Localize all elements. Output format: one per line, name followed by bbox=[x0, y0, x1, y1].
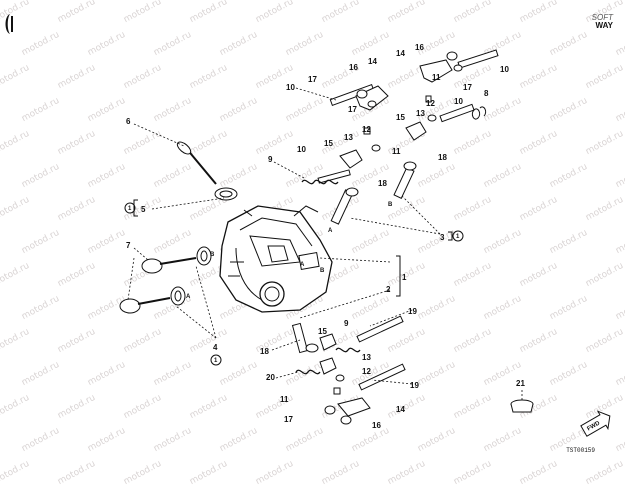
callout-14-top: 14 bbox=[396, 49, 405, 58]
ref-circle-3 bbox=[452, 230, 464, 242]
callout-12-bottom: 12 bbox=[362, 367, 371, 376]
callout-11-top: 11 bbox=[432, 73, 441, 82]
fwd-arrow-icon: FWD bbox=[580, 410, 611, 437]
callout-21: 21 bbox=[516, 379, 525, 388]
callout-6: 6 bbox=[126, 117, 131, 126]
ref-circle-5 bbox=[124, 202, 136, 214]
callout-11-bottom: 11 bbox=[280, 395, 289, 404]
callout-15-left: 15 bbox=[324, 139, 333, 148]
cylinder-head bbox=[219, 205, 333, 313]
callout-17-mid: 17 bbox=[348, 105, 357, 114]
document-code: TST00159 bbox=[566, 447, 595, 454]
ref-glyph-5: 1 bbox=[128, 206, 132, 212]
callout-18-bottom: 18 bbox=[260, 347, 269, 356]
callout-15-right: 15 bbox=[396, 113, 405, 122]
callout-8: 8 bbox=[484, 89, 489, 98]
marker-a-valve: A bbox=[186, 294, 191, 300]
callout-10-left: 10 bbox=[286, 83, 295, 92]
leader-lines bbox=[127, 87, 523, 400]
callout-11-mid: 11 bbox=[392, 147, 401, 156]
callout-14-bottom: 14 bbox=[396, 405, 405, 414]
callout-12-mid: 12 bbox=[362, 125, 371, 134]
callout-13-top: 13 bbox=[416, 109, 425, 118]
callout-9-bottom: 9 bbox=[344, 319, 349, 328]
marker-b-valve: B bbox=[210, 252, 215, 258]
parts-drawing: 1 1 1 6 5 7 4 1 2 3 16 14 10 17 11 12 10… bbox=[119, 43, 611, 437]
logo-line-2: WAY bbox=[595, 21, 614, 30]
marker-a-head: A bbox=[300, 262, 305, 268]
callout-13-mid: 13 bbox=[344, 133, 353, 142]
callout-20: 20 bbox=[266, 373, 275, 382]
callout-18-right: 18 bbox=[438, 153, 447, 162]
valve-7-upper bbox=[141, 246, 212, 274]
callout-9-top: 9 bbox=[268, 155, 273, 164]
bracket-1 bbox=[396, 255, 401, 297]
valve-7-lower bbox=[119, 286, 186, 314]
ref-glyph-4: 1 bbox=[214, 358, 218, 364]
bracket-5 bbox=[133, 199, 138, 217]
marker-b-head: B bbox=[320, 268, 325, 274]
bracket-3 bbox=[448, 231, 453, 241]
marker-a-rod: A bbox=[328, 228, 333, 234]
softway-logo: SOFT WAY bbox=[592, 14, 613, 30]
callout-13-bottom: 13 bbox=[362, 353, 371, 362]
callout-5: 5 bbox=[141, 205, 146, 214]
rocker-assembly-bottom bbox=[291, 315, 406, 425]
callout-17-bottom: 17 bbox=[284, 415, 293, 424]
callout-16-bottom: 16 bbox=[372, 421, 381, 430]
callout-7: 7 bbox=[126, 241, 131, 250]
callout-15-bottom: 15 bbox=[318, 327, 327, 336]
callout-16-left: 16 bbox=[349, 63, 358, 72]
logo-line-1: SOFT bbox=[591, 13, 613, 22]
callout-2: 2 bbox=[386, 285, 391, 294]
rocker-assembly-top bbox=[301, 49, 499, 225]
callout-18-mid: 18 bbox=[378, 179, 387, 188]
callout-17-top-right: 17 bbox=[463, 83, 472, 92]
callout-17-left: 17 bbox=[308, 75, 317, 84]
cap-21 bbox=[510, 399, 534, 413]
callout-10-mid-right: 10 bbox=[454, 97, 463, 106]
ref-glyph-3: 1 bbox=[456, 234, 460, 240]
marker-b-rod: B bbox=[388, 202, 393, 208]
callout-1: 1 bbox=[402, 273, 407, 282]
ref-circle-4 bbox=[210, 354, 222, 366]
callout-3: 3 bbox=[440, 233, 445, 242]
spine-mark-icon bbox=[2, 12, 18, 36]
intake-valve-6 bbox=[176, 141, 238, 201]
ref-glyphs bbox=[124, 202, 464, 366]
callout-14-left: 14 bbox=[368, 57, 377, 66]
callout-16-top: 16 bbox=[415, 43, 424, 52]
callout-4: 4 bbox=[213, 343, 218, 352]
callout-10-lower: 10 bbox=[297, 145, 306, 154]
callout-19-lower: 19 bbox=[410, 381, 419, 390]
callout-19-upper: 19 bbox=[408, 307, 417, 316]
callout-10-top: 10 bbox=[500, 65, 509, 74]
callout-12-top: 12 bbox=[426, 99, 435, 108]
